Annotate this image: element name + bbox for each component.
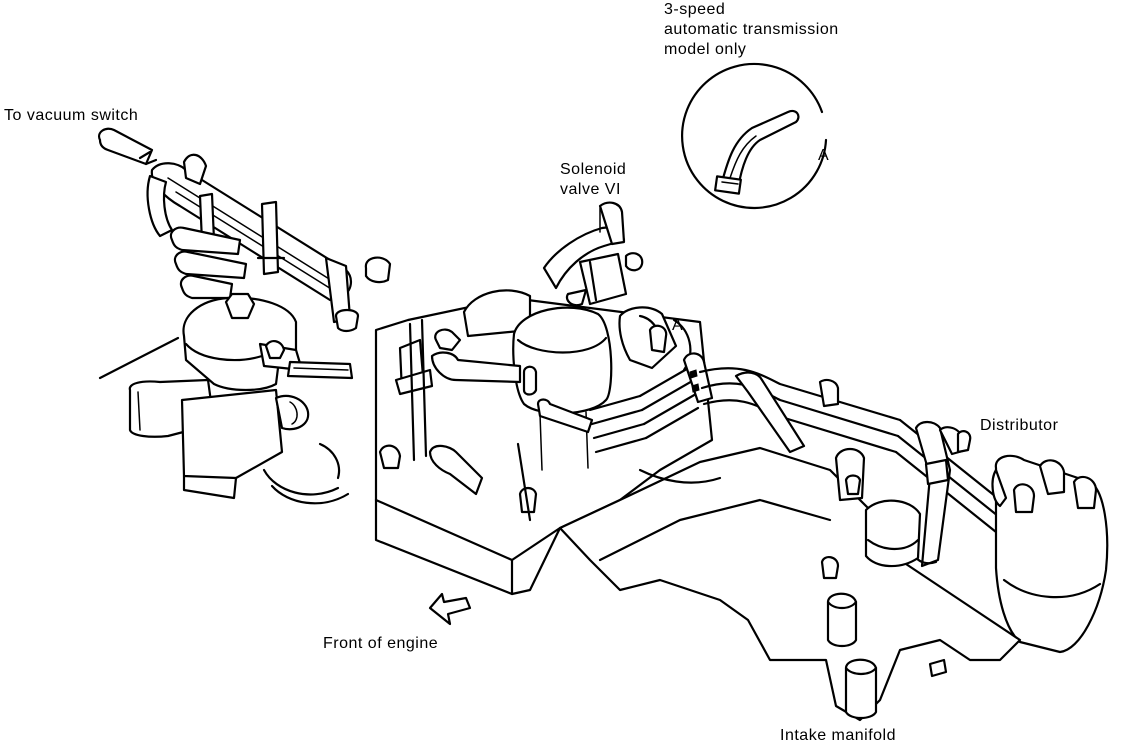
intake-manifold-label: Intake manifold [780, 727, 897, 744]
vacuum-hose-harness [98, 127, 392, 333]
detail-circle-a [681, 62, 828, 210]
intake-manifold-body [558, 446, 1022, 722]
intake-assembly [374, 201, 714, 596]
transmission-label-line1: 3-speed [664, 1, 726, 18]
transmission-label-line3: model only [664, 41, 747, 58]
solenoid-label-line2: valve VI [560, 181, 621, 198]
solenoid-valve-label: Solenoid valve VI [560, 160, 626, 200]
distributor-hose-bundle [698, 367, 1002, 568]
distributor-label: Distributor [980, 417, 1059, 434]
vacuum-switch-label: To vacuum switch [4, 107, 139, 124]
transmission-label-line2: automatic transmission [664, 21, 839, 38]
front-arrow-icon [428, 592, 472, 626]
detail-ref-label: A [672, 317, 684, 334]
air-control-valve [98, 292, 354, 505]
detail-marker-label: A [818, 147, 830, 164]
transmission-model-label: 3-speed automatic transmission model onl… [664, 0, 839, 60]
distributor-cap [991, 454, 1109, 654]
front-of-engine-label: Front of engine [323, 635, 439, 652]
solenoid-label-line1: Solenoid [560, 161, 627, 178]
